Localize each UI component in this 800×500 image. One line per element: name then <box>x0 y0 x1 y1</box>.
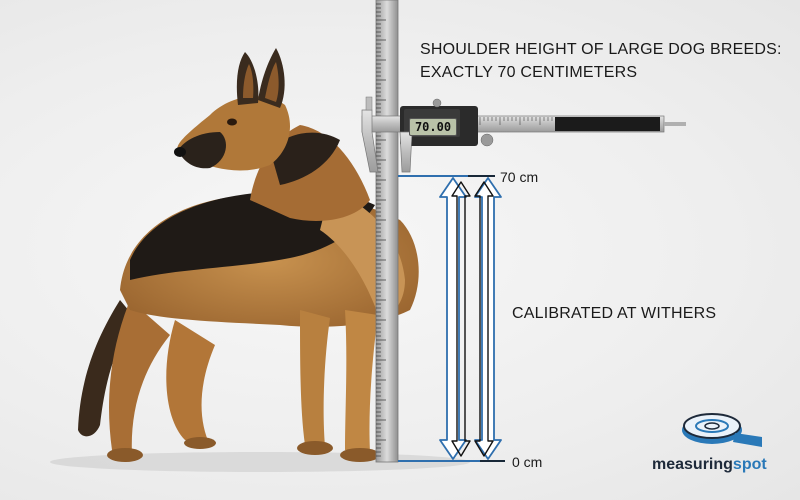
brand-part1: measuring <box>652 456 733 473</box>
headline-line2: EXACTLY 70 CENTIMETERS <box>420 64 638 81</box>
headline: SHOULDER HEIGHT OF LARGE DOG BREEDS: EXA… <box>420 38 790 84</box>
label-0cm: 0 cm <box>512 454 543 470</box>
vertical-ruler <box>375 0 399 463</box>
caliper-readout: 70.00 <box>409 118 457 136</box>
tape-measure-icon <box>682 413 762 447</box>
headline-line1: SHOULDER HEIGHT OF LARGE DOG BREEDS: <box>420 41 782 58</box>
height-arrow-black <box>451 181 494 457</box>
measurement-guides <box>398 175 505 462</box>
height-arrow-blue <box>439 177 502 460</box>
brand-logo: measuringspot <box>652 456 767 474</box>
label-70cm: 70 cm <box>500 169 539 185</box>
callout-withers: CALIBRATED AT WITHERS <box>512 305 717 322</box>
brand-part2: spot <box>732 456 767 473</box>
